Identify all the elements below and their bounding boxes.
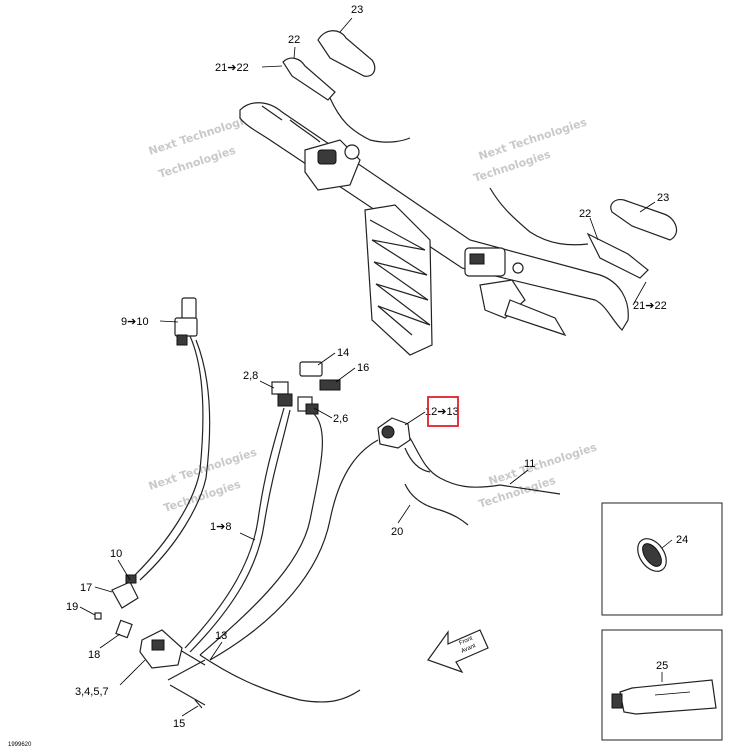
document-id: 1999620 xyxy=(8,742,32,748)
callout-15: 15 xyxy=(173,718,185,730)
brake-master-cylinder xyxy=(464,247,567,337)
callout-23-right: 23 xyxy=(657,192,669,204)
front-direction-arrow: Front Avant xyxy=(427,629,489,674)
callout-24: 24 xyxy=(676,534,688,546)
callout-17: 17 xyxy=(80,582,92,594)
callout-19: 19 xyxy=(66,601,78,613)
highlight-box xyxy=(427,396,459,427)
callout-10: 10 xyxy=(110,548,122,560)
arrow-label-avant: Avant xyxy=(460,643,477,655)
callout-22-right: 22 xyxy=(579,208,591,220)
callout-21-22-top: 21➔22 xyxy=(215,62,249,74)
callout-25: 25 xyxy=(656,660,668,672)
callout-21-22-right: 21➔22 xyxy=(633,300,667,312)
arrow-label-front: Front xyxy=(458,636,474,647)
left-switch-housing xyxy=(304,139,361,191)
switch-9-10 xyxy=(174,297,198,346)
callout-9-10: 9➔10 xyxy=(121,316,149,328)
accessory-box-25 xyxy=(601,629,723,741)
callout-18: 18 xyxy=(88,649,100,661)
lower-components xyxy=(94,574,206,709)
watermark-text: Next Technologies xyxy=(147,445,259,492)
callout-labels: 23 22 21➔22 23 22 21➔22 9➔10 14 16 2,8 2… xyxy=(66,4,688,730)
steering-riser xyxy=(364,204,433,356)
callout-23-top: 23 xyxy=(351,4,363,16)
callout-2-8: 2,8 xyxy=(243,370,258,382)
callout-2-6: 2,6 xyxy=(333,413,348,425)
sensor-12-13 xyxy=(377,417,411,449)
left-grip xyxy=(282,30,411,143)
right-grip xyxy=(489,187,678,279)
callout-12-13: 12➔13 xyxy=(425,406,459,418)
callout-3-4-5-7: 3,4,5,7 xyxy=(75,686,109,698)
handlebar xyxy=(239,102,629,331)
accessory-box-24 xyxy=(601,502,723,616)
connector-group xyxy=(271,361,341,415)
callout-1-8: 1➔8 xyxy=(210,521,231,533)
callout-16: 16 xyxy=(357,362,369,374)
callout-14: 14 xyxy=(337,347,349,359)
callout-11: 11 xyxy=(524,458,535,470)
callout-20: 20 xyxy=(391,526,403,538)
callout-13: 13 xyxy=(215,630,227,642)
callout-22-top: 22 xyxy=(288,34,300,46)
leader-lines xyxy=(79,17,673,717)
wiring-harness xyxy=(134,335,561,703)
